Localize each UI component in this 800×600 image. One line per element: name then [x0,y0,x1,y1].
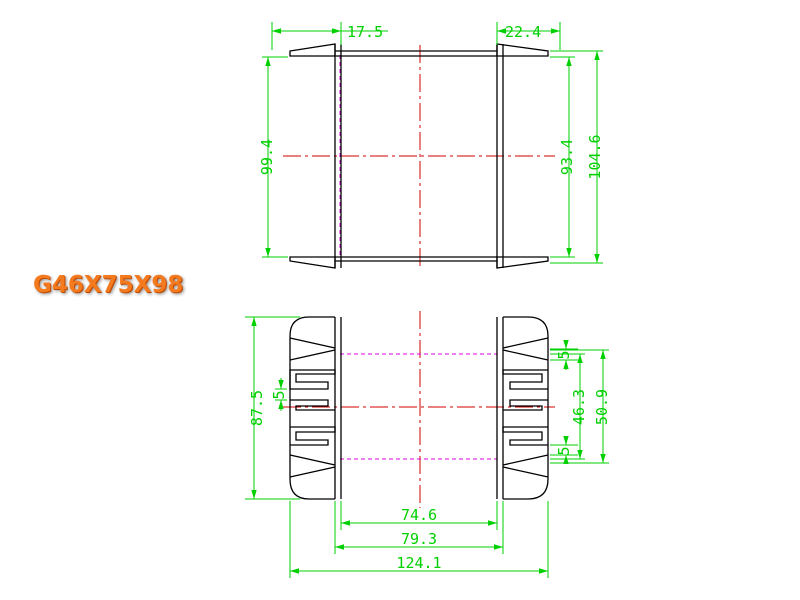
bottom-view: 87.5 5 5 5 46.3 50.9 74.6 79.3 124.1 [245,311,611,578]
bottom-view-centerlines [283,311,555,508]
bottom-view-hidden-lines [340,353,497,460]
bottom-view-outline [289,316,549,500]
dim-width-inner: 74.6 [401,506,437,524]
dim-bottom-left-height: 87.5 [248,390,266,426]
top-view: 17.5 22.4 99.4 93.4 104.6 [258,22,604,269]
dim-bottom-right-inner: 46.3 [570,389,588,425]
top-view-dimension-lines [262,22,603,264]
top-view-outline [289,43,549,269]
dim-width-outer: 124.1 [396,554,441,572]
dim-bottom-right-slot-bottom: 5 [555,446,573,455]
dim-top-right-inner: 93.4 [558,139,576,175]
top-view-centerlines [283,45,555,266]
dim-width-mid: 79.3 [401,530,437,548]
dim-top-left: 17.5 [347,23,383,41]
dim-bottom-left-slot: 5 [270,390,288,399]
bottom-view-dimension-lines [245,316,609,578]
dim-top-right-outer: 104.6 [586,134,604,179]
part-title: G46X75X98 [33,272,184,298]
dim-bottom-right-outer: 50.9 [593,389,611,425]
dim-bottom-right-slot-top: 5 [555,350,573,359]
dim-top-right: 22.4 [505,23,541,41]
dim-top-left-height: 99.4 [258,139,276,175]
